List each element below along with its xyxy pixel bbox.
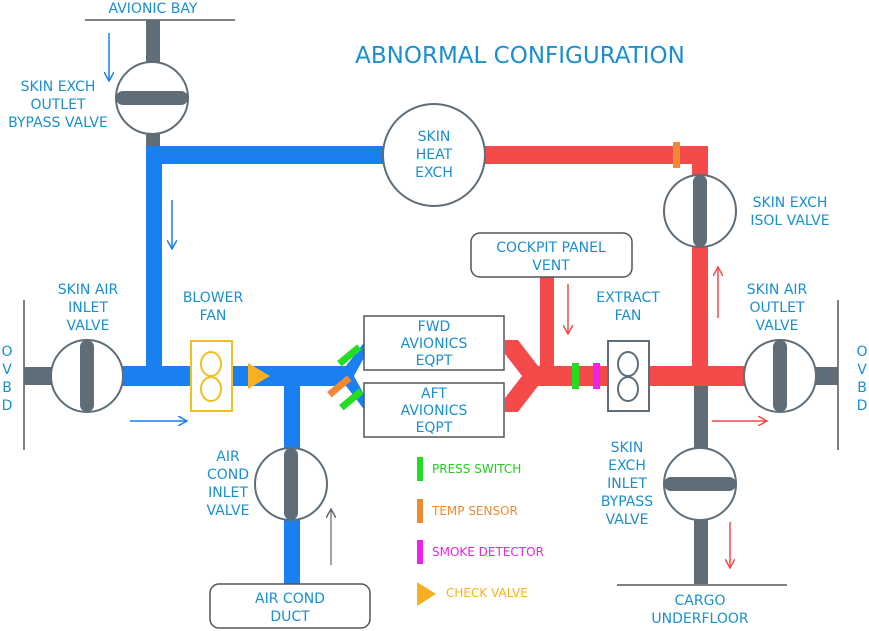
svg-text:INLET: INLET xyxy=(607,476,647,492)
svg-text:AVIONICS: AVIONICS xyxy=(401,403,468,419)
svg-text:BYPASS: BYPASS xyxy=(601,494,653,510)
cockpit-panel-vent-box[interactable]: COCKPIT PANEL VENT xyxy=(470,232,633,278)
svg-text:BYPASS VALVE: BYPASS VALVE xyxy=(8,115,108,131)
svg-text:ISOL VALVE: ISOL VALVE xyxy=(750,213,829,229)
svg-text:AVIONICS: AVIONICS xyxy=(401,336,468,352)
svg-text:D: D xyxy=(857,398,868,414)
fwd-avionics-eqpt-box[interactable]: FWD AVIONICS EQPT xyxy=(363,315,505,371)
svg-text:FAN: FAN xyxy=(200,308,227,324)
blue-ducts xyxy=(118,146,386,584)
svg-text:SKIN EXCH: SKIN EXCH xyxy=(21,79,96,95)
press-switch-fwd xyxy=(337,344,362,367)
skin-exch-outlet-bypass-valve[interactable] xyxy=(115,61,189,135)
svg-text:COCKPIT PANEL: COCKPIT PANEL xyxy=(496,240,606,256)
svg-text:FWD: FWD xyxy=(418,319,451,335)
svg-text:SKIN EXCH: SKIN EXCH xyxy=(753,195,828,211)
svg-text:VALVE: VALVE xyxy=(606,512,649,528)
svg-text:O: O xyxy=(856,344,867,360)
skin-exch-outlet-bypass-label: SKIN EXCH OUTLET BYPASS VALVE xyxy=(8,79,108,131)
check-valve-icon xyxy=(248,363,270,389)
svg-text:EQPT: EQPT xyxy=(416,353,453,369)
svg-text:COND: COND xyxy=(207,467,249,483)
svg-text:BLOWER: BLOWER xyxy=(183,290,244,306)
temp-sensor-fwd xyxy=(327,375,352,398)
diagram-title: ABNORMAL CONFIGURATION xyxy=(355,43,685,69)
svg-text:SKIN: SKIN xyxy=(418,129,451,145)
svg-text:V: V xyxy=(857,362,867,378)
svg-text:FAN: FAN xyxy=(615,308,642,324)
svg-text:AIR: AIR xyxy=(216,449,240,465)
svg-text:INLET: INLET xyxy=(208,485,248,501)
svg-text:CARGO: CARGO xyxy=(675,593,726,609)
temp-sensor-duct xyxy=(673,142,680,168)
skin-heat-exch[interactable] xyxy=(382,103,486,207)
svg-text:AIR COND: AIR COND xyxy=(255,591,325,607)
svg-text:EQPT: EQPT xyxy=(416,420,453,436)
blower-fan-label: BLOWER FAN xyxy=(183,290,244,324)
legend-smoke-detector-label: SMOKE DETECTOR xyxy=(432,545,544,559)
svg-text:EXTRACT: EXTRACT xyxy=(596,290,660,306)
legend: PRESS SWITCH TEMP SENSOR SMOKE DETECTOR … xyxy=(417,457,544,606)
air-cond-duct-box[interactable]: AIR COND DUCT xyxy=(209,583,371,629)
air-cond-inlet-label: AIR COND INLET VALVE xyxy=(207,449,250,519)
svg-text:AFT: AFT xyxy=(421,386,447,402)
press-switch-aft xyxy=(339,388,364,411)
skin-air-inlet-valve[interactable] xyxy=(50,339,124,413)
legend-press-switch-swatch xyxy=(417,457,423,481)
svg-text:D: D xyxy=(2,398,13,414)
press-switch-extract xyxy=(572,363,579,389)
svg-text:SKIN AIR: SKIN AIR xyxy=(747,282,808,298)
extract-fan[interactable] xyxy=(607,340,650,412)
cargo-underfloor-label: CARGO UNDERFLOOR xyxy=(651,593,748,627)
svg-text:SKIN AIR: SKIN AIR xyxy=(58,282,119,298)
ovbd-right-label: O V B D xyxy=(856,344,867,414)
svg-text:B: B xyxy=(857,380,867,396)
aft-avionics-eqpt-box[interactable]: AFT AVIONICS EQPT xyxy=(363,382,505,438)
svg-text:DUCT: DUCT xyxy=(270,609,310,625)
svg-text:VALVE: VALVE xyxy=(756,318,799,334)
air-cond-inlet-valve[interactable] xyxy=(254,447,328,521)
extract-fan-label: EXTRACT FAN xyxy=(596,290,660,324)
smoke-detector-extract xyxy=(593,363,600,389)
svg-text:INLET: INLET xyxy=(68,300,108,316)
blower-fan[interactable] xyxy=(190,340,233,412)
skin-heat-exch-label: SKIN HEAT EXCH xyxy=(415,129,453,181)
avionic-bay-label: AVIONIC BAY xyxy=(109,1,198,17)
svg-text:OUTLET: OUTLET xyxy=(749,300,804,316)
svg-text:OUTLET: OUTLET xyxy=(30,97,85,113)
skin-exch-inlet-bypass-valve[interactable] xyxy=(663,447,737,521)
svg-text:EXCH: EXCH xyxy=(415,165,453,181)
skin-air-outlet-label: SKIN AIR OUTLET VALVE xyxy=(747,282,808,334)
ovbd-left-label: O V B D xyxy=(1,344,12,414)
skin-air-outlet-valve[interactable] xyxy=(743,339,817,413)
skin-exch-isol-label: SKIN EXCH ISOL VALVE xyxy=(750,195,829,229)
svg-text:B: B xyxy=(2,380,12,396)
legend-press-switch-label: PRESS SWITCH xyxy=(432,462,521,476)
svg-text:EXCH: EXCH xyxy=(608,458,646,474)
svg-text:VALVE: VALVE xyxy=(67,318,110,334)
legend-smoke-detector-swatch xyxy=(417,540,423,564)
svg-text:VALVE: VALVE xyxy=(207,503,250,519)
legend-temp-sensor-swatch xyxy=(417,499,423,523)
svg-text:SKIN: SKIN xyxy=(611,440,644,456)
svg-text:HEAT: HEAT xyxy=(416,147,453,163)
legend-check-valve-label: CHECK VALVE xyxy=(446,586,528,600)
svg-text:O: O xyxy=(1,344,12,360)
svg-text:UNDERFLOOR: UNDERFLOOR xyxy=(651,611,748,627)
skin-exch-inlet-bypass-label: SKIN EXCH INLET BYPASS VALVE xyxy=(601,440,653,528)
svg-text:V: V xyxy=(2,362,12,378)
skin-air-inlet-label: SKIN AIR INLET VALVE xyxy=(58,282,119,334)
svg-text:VENT: VENT xyxy=(532,258,570,274)
skin-exch-isol-valve[interactable] xyxy=(663,174,737,248)
legend-check-valve-icon xyxy=(417,582,436,606)
legend-temp-sensor-label: TEMP SENSOR xyxy=(431,504,518,518)
